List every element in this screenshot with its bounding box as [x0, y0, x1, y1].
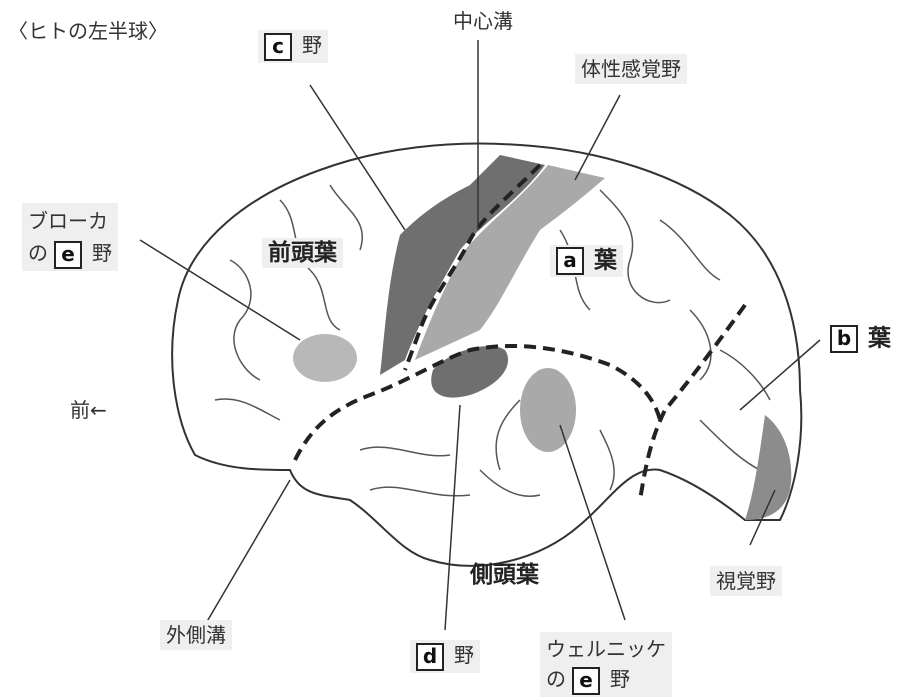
broca-area-region: [293, 334, 357, 382]
motor-area-region: [380, 155, 545, 375]
temporal-lobe-label: 側頭葉: [470, 562, 539, 588]
answer-box-b[interactable]: b: [830, 325, 858, 353]
answer-box-e-broca[interactable]: e: [54, 240, 82, 269]
central-sulcus-line: [403, 163, 542, 371]
frontal-lobe-label: 前頭葉: [262, 238, 343, 268]
parieto-occipital-line: [638, 303, 747, 501]
answer-box-e-wernicke[interactable]: e: [572, 666, 600, 695]
leader-lines: [139, 40, 821, 631]
answer-box-a[interactable]: a: [556, 247, 584, 275]
answer-box-d[interactable]: d: [416, 642, 444, 671]
lateral-sulcus-line: [293, 344, 662, 461]
somatosensory-label: 体性感覚野: [575, 54, 687, 84]
wernicke-area-region: [520, 368, 576, 452]
somatosensory-region: [415, 165, 605, 360]
central-sulcus-label: 中心溝: [453, 9, 513, 33]
lateral-sulcus-label: 外側溝: [160, 620, 232, 650]
diagram-title: 〈ヒトの左半球〉: [8, 19, 168, 43]
answer-box-c[interactable]: c: [264, 32, 292, 61]
visual-cortex-region: [745, 415, 792, 520]
visual-cortex-label: 視覚野: [710, 566, 782, 596]
front-direction-label: 前←: [70, 398, 107, 422]
